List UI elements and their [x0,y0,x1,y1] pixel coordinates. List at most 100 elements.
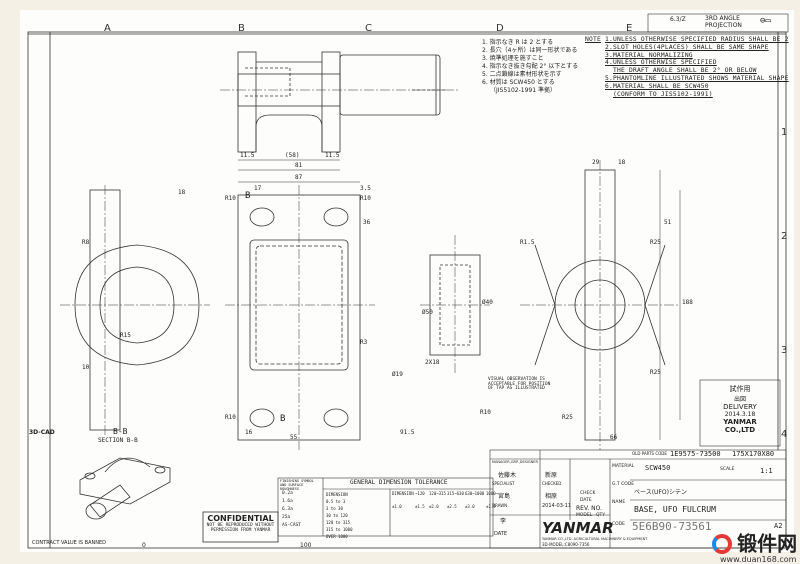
checked-label: CHECKED [542,481,562,486]
dim-label: 18 [178,189,186,196]
dim-label: (58) [285,152,300,159]
section-mark-top: B [245,191,251,201]
dim-label: R8 [82,239,90,246]
dim-label: 91.5 [400,429,415,436]
sheet-size: A2 [774,522,783,530]
projection-symbol-icon: ⊖▭ [760,16,771,26]
model-file: 3D-MODEL:C8090-7356 [542,542,590,547]
dim-label: R1.5 [520,239,535,246]
drawn-sig: 李 [500,518,507,525]
rev-qty-label: QTY [596,513,606,518]
grid-col-a: A [104,23,111,34]
checked-sig: 相原 [545,493,558,500]
cad-label: 3D-CAD [29,429,55,436]
notes-label: NOTE [585,36,601,43]
dim-label: R10 [360,195,371,202]
notes-jp: 1. 指示なき R は 2 とする 2. 長穴（4ヶ所）は同一形状である 3. … [482,39,579,94]
dim-label: 2X18 [425,359,440,366]
dim-label: 66 [610,434,618,441]
delivery-stamp: 試作用 出図 DELIVERY 2014.3.18 YANMAR CO.,LTD [723,385,757,434]
front-view [225,181,375,450]
dim-label: R25 [650,239,661,246]
checker-sig: 新原 [545,472,558,479]
tap-annotation: VISUAL OBSERVATION IS ACCEPTABLE FOR POS… [488,377,551,391]
section-mark: B [280,414,286,424]
ruler-zero: 0 [142,542,146,549]
strip-footer: CONTRACT VALUE IS BANNED [32,540,107,546]
dim-label: R3 [360,339,368,346]
dim-label: 10 [82,364,90,371]
scale-label: SCALE [720,467,735,472]
top-view [220,51,460,171]
date-label: DATE [494,531,508,537]
rev-check-label: CHECK [580,491,596,496]
grid-col-d: D [496,23,504,34]
specialist-sig: 宮島 [498,493,511,500]
dim-label: R15 [120,332,131,339]
finish-title: FINISHING SYMBOL AND SURFACE ROUGHNESS [280,479,314,492]
old-code-label: OLD PARTS CODE [632,451,667,456]
dim-label: 188 [682,299,693,306]
code-label: CODE [612,522,625,527]
section-view-title: SECTION B-B [98,437,138,444]
old-parts-code: 1E9575-73500 [670,450,721,458]
confidential-notice: CONFIDENTIAL NOT BE REPRODUCED WITHOUT P… [206,514,275,533]
dim-label: R25 [562,414,573,421]
stock-size: 175X170X80 [732,450,775,458]
ruler-100: 100 [300,542,312,549]
drawing-sheet: A B C D E 1 2 3 4 6.3/Z 3RD ANGLE PROJEC… [20,10,797,564]
specialist-label: SPECIALIST [492,481,515,486]
isometric-view [79,457,171,520]
dim-label: 17 [254,185,262,192]
drawn-label: DRAWN [492,503,508,508]
watermark-url: www.duan168.com [720,555,797,564]
dim-label: 18 [618,159,626,166]
dim-label: R10 [225,195,236,202]
dim-label: 3.5 [360,185,371,192]
grid-col-b: B [238,23,245,34]
material-value: SCW450 [645,464,671,472]
watermark-logo-icon [712,533,732,554]
dim-label: 29 [592,159,600,166]
projection-label: 3RD ANGLE [705,15,740,22]
dim-label: 11.5 [240,152,255,159]
dim-label: Ø50 [422,309,433,316]
designer-sig: 佐藤木 [498,472,517,479]
part-name-en: BASE, UFO FULCRUM [634,505,716,514]
dim-label: Ø19 [392,371,403,378]
drawn-date: 2014-03-11 [542,503,572,509]
rev-model-label: MODEL [576,513,593,518]
dim-label: 16 [245,429,253,436]
tolerance-title: GENERAL DIMENSION TOLERANCE [350,479,448,486]
name-label: NAME [612,500,626,505]
material-label: MATERIAL [612,464,635,469]
part-name-jp: ベース(UFO)シテン [634,489,687,496]
dim-label: R10 [480,409,491,416]
designer-label: MANAGER,GRP.,DESIGNER [492,460,538,464]
surface-finish-unit: 6.3/Z [670,16,686,23]
dim-label: 11.5 [325,152,340,159]
left-side-view [60,185,210,435]
dim-label: R25 [650,369,661,376]
section-view-label: B-B [113,427,128,436]
border-frame [27,31,787,549]
notes-en: 1.UNLESS OTHERWISE SPECIFIED RADIUS SHAL… [605,36,789,98]
rev-date-label: DATE [580,498,592,503]
grid-row-4: 4 [781,429,788,440]
tolerance-table-lines [277,477,494,537]
drawing-lines [27,13,789,549]
dim-label: 81 [295,162,303,169]
scale-value: 1:1 [760,467,773,475]
right-side-view [520,160,681,450]
grid-row-3: 3 [781,345,788,356]
title-block-lines [489,379,787,549]
grid-col-c: C [365,23,372,34]
yanmar-logo: YANMAR [542,519,614,537]
dim-label: R10 [225,414,236,421]
grid-col-e: E [626,23,633,34]
company-name: YANMAR CO.,LTD. AGRICULTURAL MACHINERY &… [542,537,648,541]
watermark: 锻件网 [712,533,797,554]
dim-label: Ø40 [482,299,493,306]
